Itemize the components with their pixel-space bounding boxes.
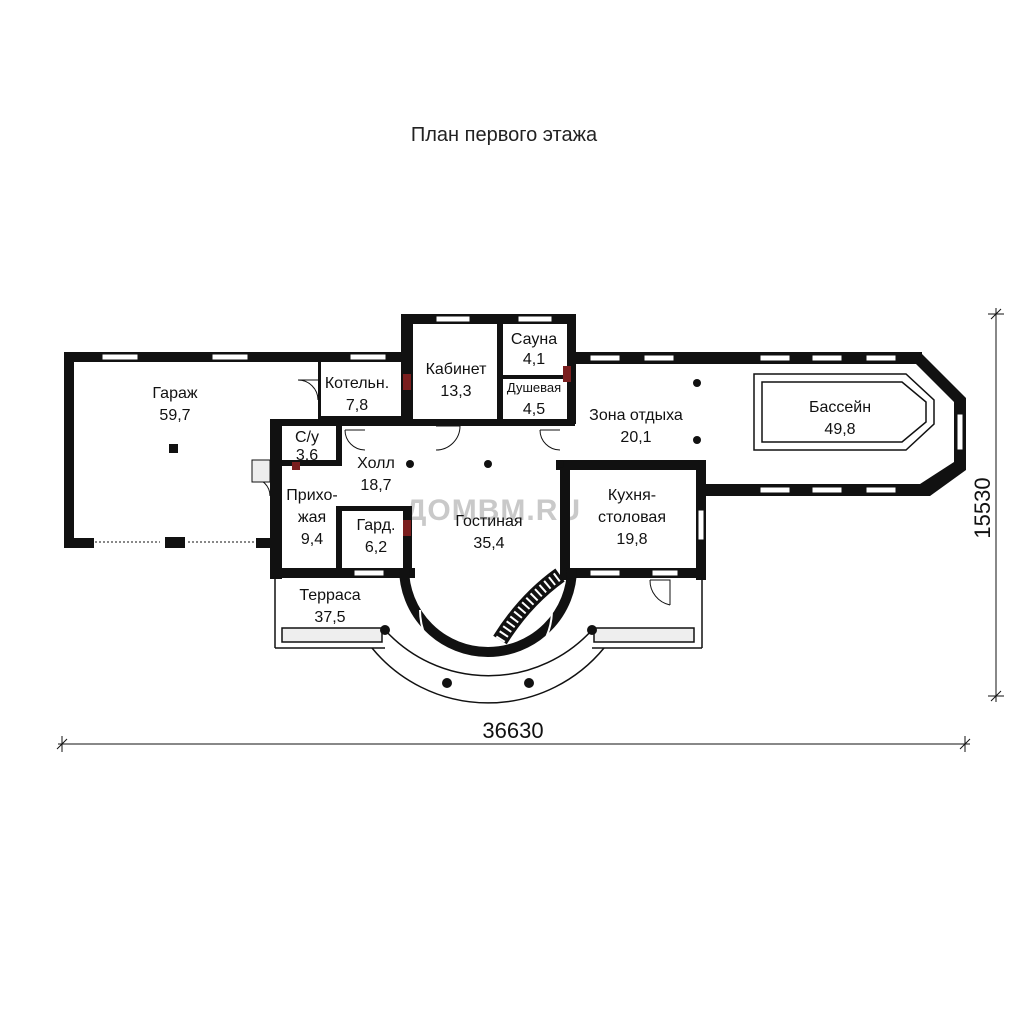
terrace [274, 578, 703, 704]
doors [251, 379, 671, 606]
windows [101, 315, 964, 577]
room-name-kitchen-1: Кухня- [608, 487, 656, 504]
room-area-living: 35,4 [473, 535, 504, 552]
room-name-relax: Зона отдыха [589, 407, 683, 424]
room-name-garage: Гараж [152, 385, 197, 402]
pool-basin [753, 373, 935, 451]
dimension-height-label: 15530 [970, 477, 995, 538]
vent-markers [292, 366, 571, 536]
room-name-entrance-2: жая [298, 509, 326, 526]
room-area-hall: 18,7 [360, 477, 391, 494]
room-name-sauna: Сауна [511, 331, 557, 348]
room-name-boiler: Котельн. [325, 375, 389, 392]
dimension-width-label: 36630 [482, 718, 543, 743]
room-name-entrance-1: Прихо- [286, 487, 337, 504]
dimension-height [988, 308, 1004, 702]
room-name-hall: Холл [357, 455, 395, 472]
room-name-wardrobe: Гард. [357, 517, 396, 534]
watermark: ДОМВМ.RU [405, 494, 581, 527]
room-name-living: Гостиная [455, 513, 522, 530]
room-area-garage: 59,7 [159, 407, 190, 424]
room-name-kitchen-2: столовая [598, 509, 666, 526]
room-labels: Гараж 59,7 Котельн. 7,8 Кабинет 13,3 Сау… [152, 331, 871, 626]
room-area-pool: 49,8 [824, 421, 855, 438]
room-name-wc: С/у [295, 429, 319, 446]
room-area-wc: 3,6 [296, 447, 318, 464]
room-name-shower: Душевая [507, 380, 561, 395]
room-area-terrace: 37,5 [314, 609, 345, 626]
room-area-shower: 4,5 [523, 401, 545, 418]
room-area-kitchen: 19,8 [616, 531, 647, 548]
plan-title: План первого этажа [410, 124, 598, 146]
walls [64, 314, 966, 580]
room-area-sauna: 4,1 [523, 351, 545, 368]
room-name-terrace: Терраса [299, 587, 360, 604]
room-name-pool: Бассейн [809, 399, 871, 416]
room-area-wardrobe: 6,2 [365, 539, 387, 556]
dimension-width [56, 736, 971, 752]
room-area-boiler: 7,8 [346, 397, 368, 414]
room-name-office: Кабинет [426, 361, 488, 378]
room-area-office: 13,3 [440, 383, 471, 400]
columns [165, 379, 701, 688]
room-area-entrance: 9,4 [301, 531, 323, 548]
living-room-bay [399, 567, 577, 677]
room-area-relax: 20,1 [620, 429, 651, 446]
